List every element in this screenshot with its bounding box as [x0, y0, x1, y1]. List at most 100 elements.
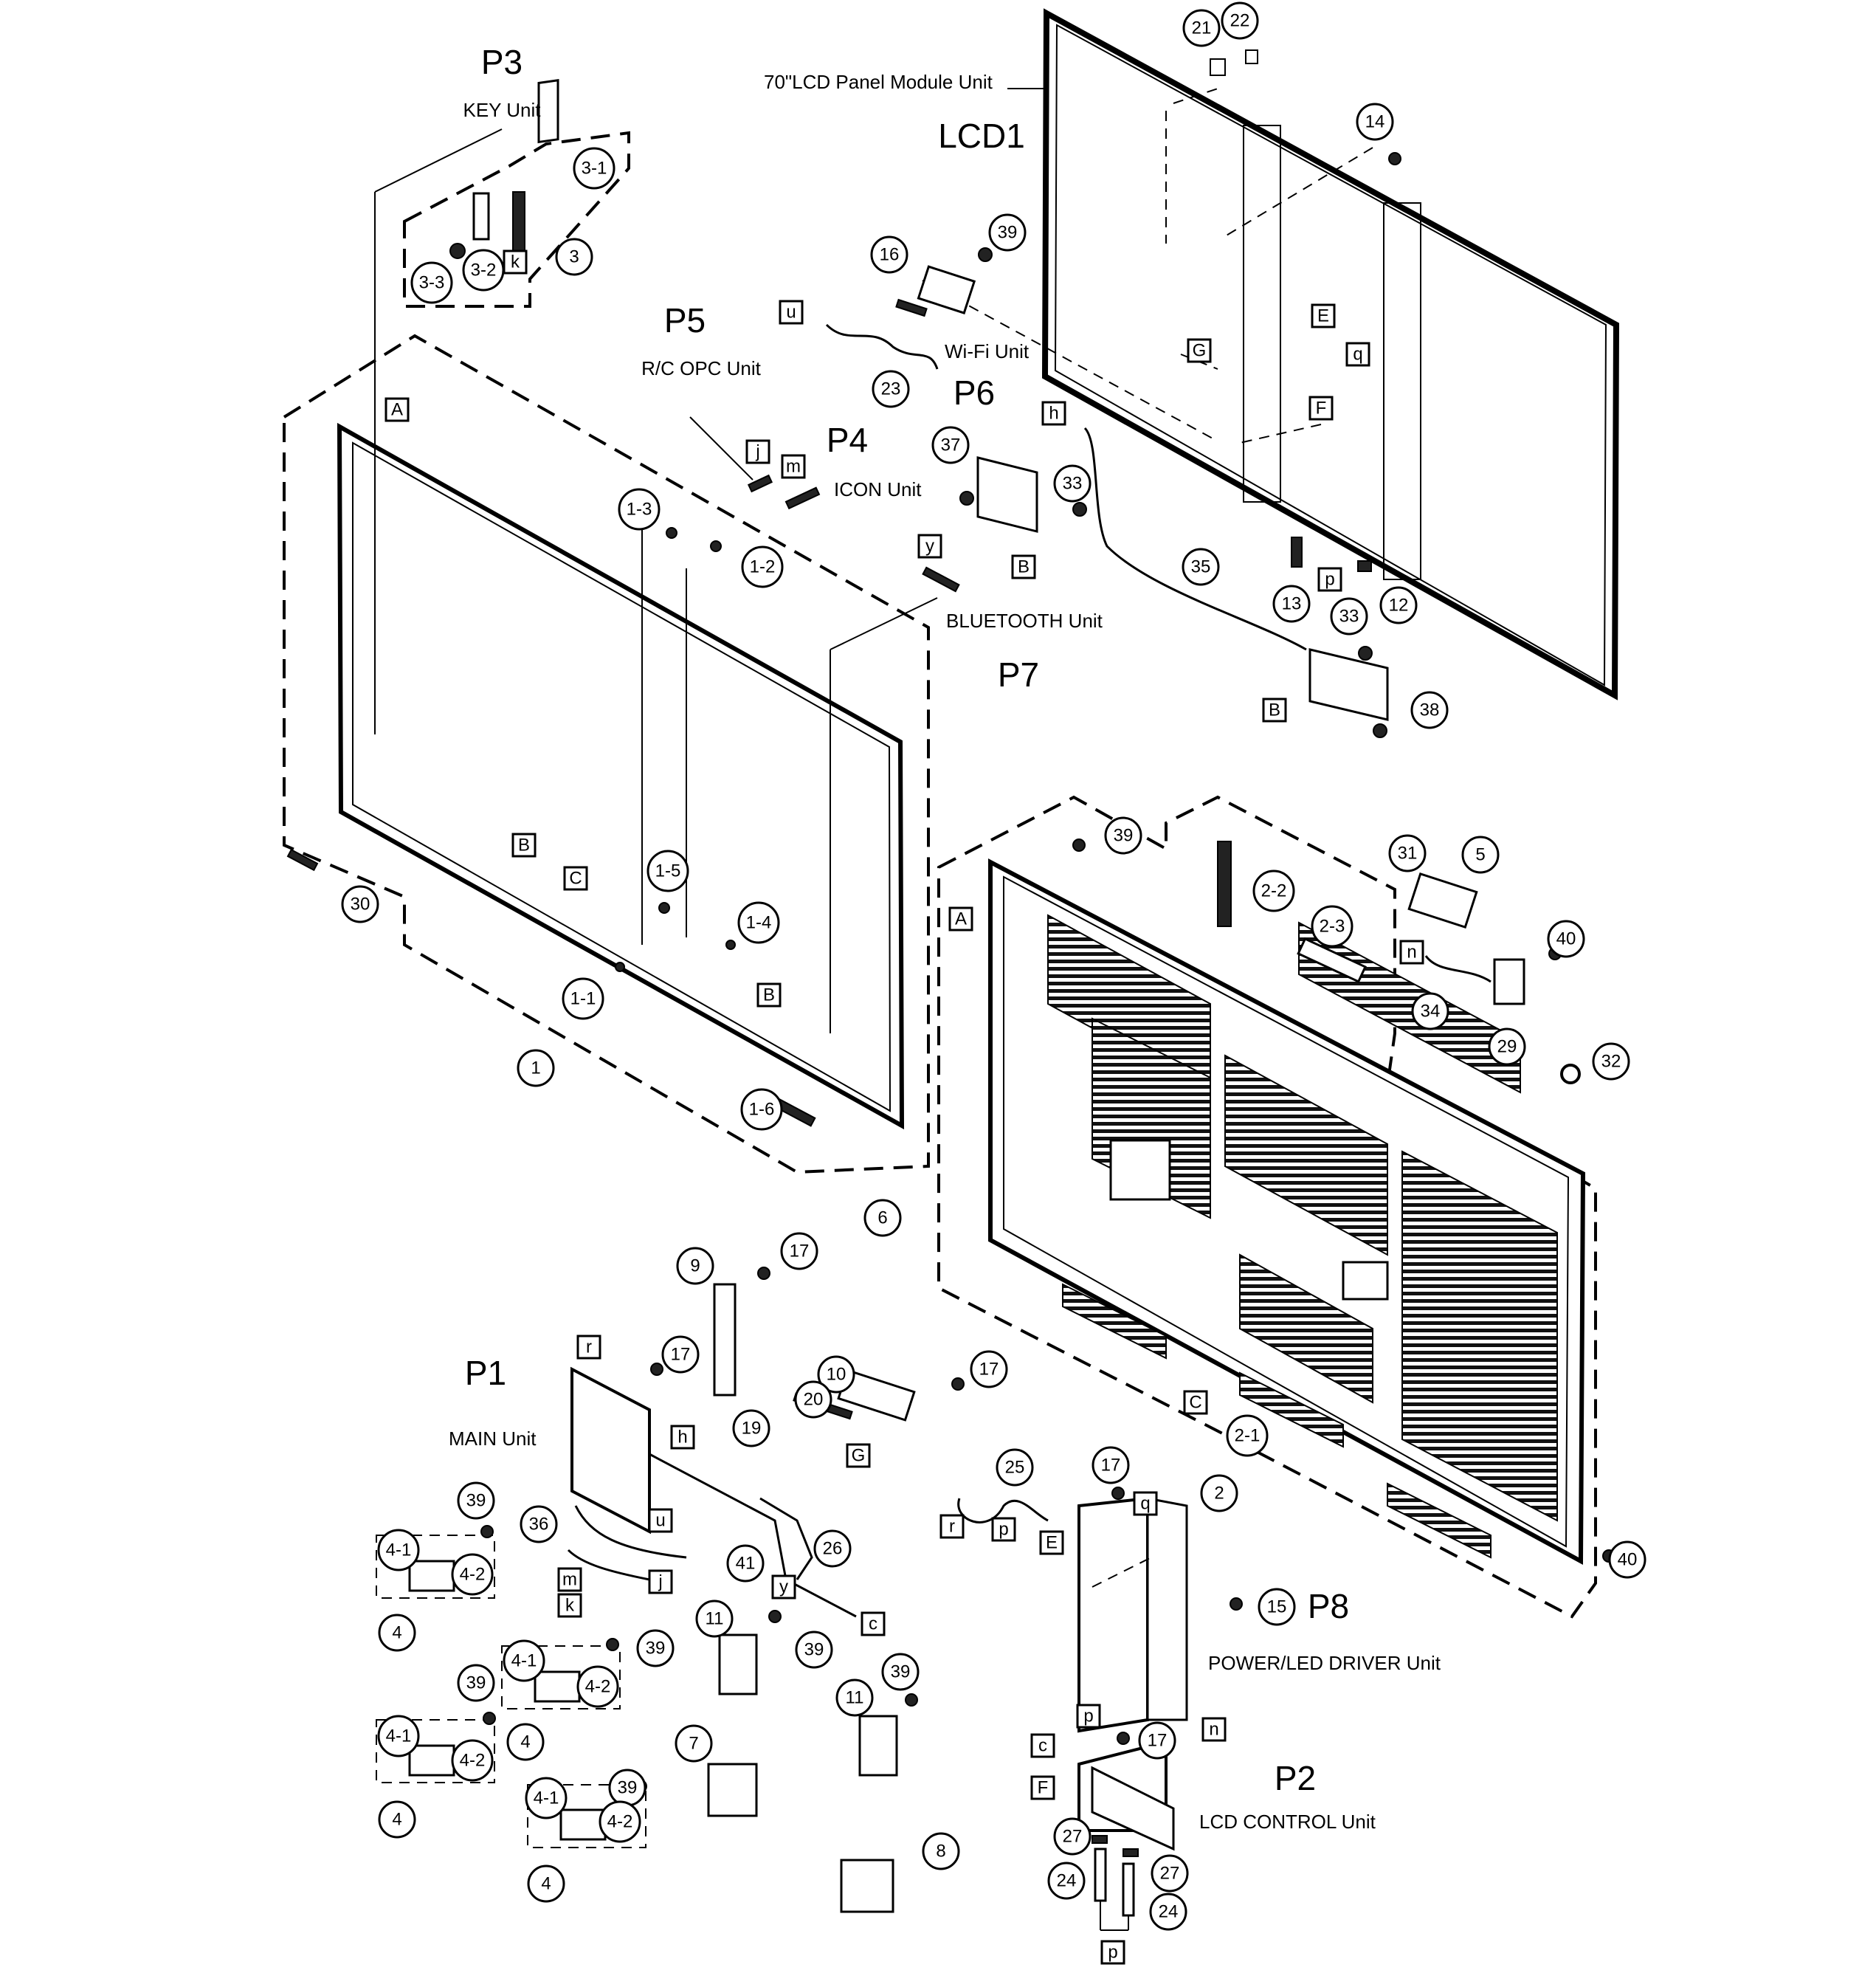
letter-text: r [586, 1337, 592, 1357]
letter-text: y [925, 537, 934, 557]
part-callout: 1-2 [741, 545, 784, 588]
callout-circle [870, 235, 908, 274]
callout-number: 5 [1475, 845, 1485, 865]
callout-number: 26 [823, 1539, 843, 1559]
section-label-p2: P2 [1275, 1759, 1316, 1797]
callout-number: 17 [1101, 1456, 1121, 1476]
part-callout: 12 [1379, 586, 1418, 624]
connector-letter: F [1030, 1775, 1055, 1800]
connector-letter: q [1345, 342, 1370, 367]
callout-circle [872, 370, 910, 408]
part-callout: 4-2 [451, 1553, 494, 1596]
callout-number: 1-1 [570, 989, 596, 1009]
part-callout: 21 [1182, 9, 1221, 47]
callout-number: 24 [1159, 1902, 1179, 1922]
callout-number: 2-2 [1261, 881, 1287, 901]
part-callout: 14 [1356, 103, 1394, 141]
callout-number: 38 [1420, 700, 1440, 720]
callout-number: 7 [689, 1734, 698, 1754]
letter-box [511, 833, 537, 858]
callout-circle [451, 1553, 494, 1596]
callout-number: 32 [1601, 1052, 1621, 1072]
connector-letter: G [846, 1443, 871, 1468]
callout-circle [795, 1631, 833, 1669]
unit-label: BLUETOOTH Unit [946, 610, 1103, 632]
letter-text: p [1083, 1707, 1093, 1726]
section-label-p4: P4 [827, 421, 868, 459]
letter-box [1201, 1717, 1227, 1742]
callout-circle [737, 901, 780, 944]
part-callout: 35 [1182, 548, 1220, 586]
part-callout: 29 [1488, 1027, 1526, 1066]
callout-number: 3-1 [582, 159, 607, 179]
letter-box [1011, 554, 1036, 579]
callout-circle [1182, 9, 1221, 47]
callout-number: 4-1 [386, 1726, 412, 1746]
connector-letter: B [756, 982, 782, 1008]
part-callout: 17 [661, 1335, 700, 1374]
connector-letter: C [1183, 1390, 1208, 1415]
unit-label: MAIN Unit [449, 1428, 537, 1450]
part-callout: 40 [1608, 1540, 1646, 1579]
letter-text: u [786, 303, 796, 323]
callout-number: 17 [979, 1360, 999, 1380]
callout-circle [599, 1800, 641, 1843]
letter-text: B [763, 985, 775, 1005]
letter-box [1317, 567, 1342, 592]
callout-number: 33 [1339, 607, 1359, 627]
callout-circle [740, 1088, 783, 1131]
callout-number: 1-4 [746, 913, 772, 933]
connector-letter: q [1133, 1491, 1158, 1516]
letter-box [771, 1574, 796, 1600]
callout-circle [378, 1614, 416, 1652]
connector-letter: y [771, 1574, 796, 1600]
callout-circle [1252, 870, 1295, 912]
callout-number: 1-6 [749, 1100, 775, 1120]
callout-number: 4-1 [511, 1651, 537, 1671]
callout-circle [377, 1715, 420, 1757]
letter-box [670, 1425, 695, 1450]
part-callout: 4 [378, 1800, 416, 1839]
callout-number: 4 [541, 1874, 551, 1894]
callout-number: 9 [690, 1256, 700, 1276]
section-label-p8: P8 [1308, 1587, 1349, 1625]
callout-circle [341, 885, 379, 923]
callout-circle [1047, 1862, 1086, 1900]
letter-text: F [1316, 399, 1327, 419]
callout-circle [527, 1864, 565, 1903]
callout-circle [794, 1380, 832, 1419]
letter-box [576, 1335, 601, 1360]
callout-circle [457, 1481, 495, 1520]
part-callout: 36 [520, 1505, 558, 1543]
callout-number: 4-2 [585, 1677, 611, 1697]
letter-text: j [755, 442, 759, 462]
letter-box [861, 1611, 886, 1636]
callout-circle [618, 488, 661, 531]
callout-number: 23 [881, 379, 901, 399]
callout-number: 11 [846, 1688, 864, 1708]
callout-circle [520, 1505, 558, 1543]
callout-circle [1356, 103, 1394, 141]
letter-box [1030, 1775, 1055, 1800]
part-callout: 6 [863, 1199, 902, 1237]
letter-text: r [949, 1517, 955, 1537]
letter-text: h [677, 1428, 687, 1447]
connector-letter: c [1030, 1733, 1055, 1758]
callout-circle [555, 238, 593, 276]
callout-circle [726, 1544, 765, 1583]
part-callout: 2-3 [1311, 905, 1353, 948]
connector-letter: E [1311, 303, 1336, 328]
callout-number: 33 [1063, 474, 1083, 494]
callout-number: 20 [804, 1390, 824, 1410]
part-callout: 23 [872, 370, 910, 408]
callout-circle [1272, 585, 1311, 623]
callout-circle [863, 1199, 902, 1237]
letter-text: A [391, 400, 403, 420]
section-label-p7: P7 [998, 655, 1039, 694]
part-callout: 19 [732, 1409, 770, 1447]
letter-text: q [1353, 345, 1362, 365]
callout-circle [1488, 1027, 1526, 1066]
letter-text: u [655, 1511, 665, 1531]
